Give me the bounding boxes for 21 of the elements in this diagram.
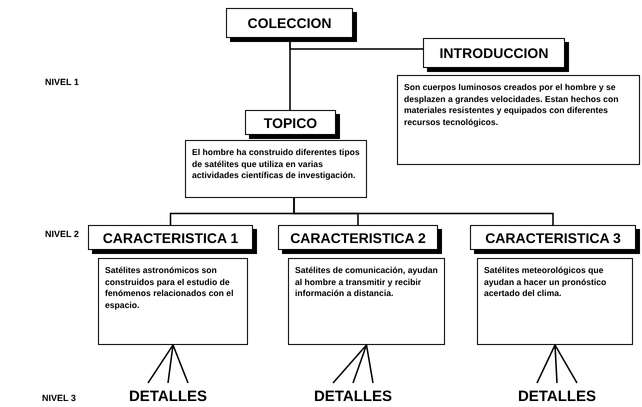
node-label: DETALLES <box>512 388 602 406</box>
level-label: NIVEL 3 <box>42 393 76 403</box>
connector-line <box>554 344 558 384</box>
connector-line <box>554 344 578 384</box>
connector-line <box>352 344 368 384</box>
connector-line <box>536 344 556 384</box>
connector-line <box>147 344 174 384</box>
text-box: Satélites astronómicos son construidos para el estudio de fenómenos relacionados con el espacio. <box>98 258 248 345</box>
text-box: Satélites de comunicación, ayudan al hombre a transmitir y recibir información a distancia. <box>288 258 445 345</box>
level-label: NIVEL 1 <box>45 77 79 87</box>
text-box: El hombre ha construido diferentes tipos de satélites que utiliza en varias actividades científicas de investigación. <box>185 140 367 198</box>
node-label: DETALLES <box>123 388 213 406</box>
node-label: DETALLES <box>308 388 398 406</box>
connector-line <box>167 344 174 384</box>
connector-line <box>332 344 368 384</box>
text-box: Son cuerpos luminosos creados por el hombre y se desplazen a grandes velocidades. Estan hechos con materiales resistentes y equipados con diferentes recursos tecnológicos. <box>397 75 640 165</box>
connector-line <box>366 344 374 384</box>
level-label: NIVEL 2 <box>45 229 79 239</box>
connector-line <box>172 344 189 384</box>
text-box: Satélites meteorológicos que ayudan a hacer un pronóstico acertado del clima. <box>477 258 633 345</box>
connector-line <box>293 198 554 225</box>
